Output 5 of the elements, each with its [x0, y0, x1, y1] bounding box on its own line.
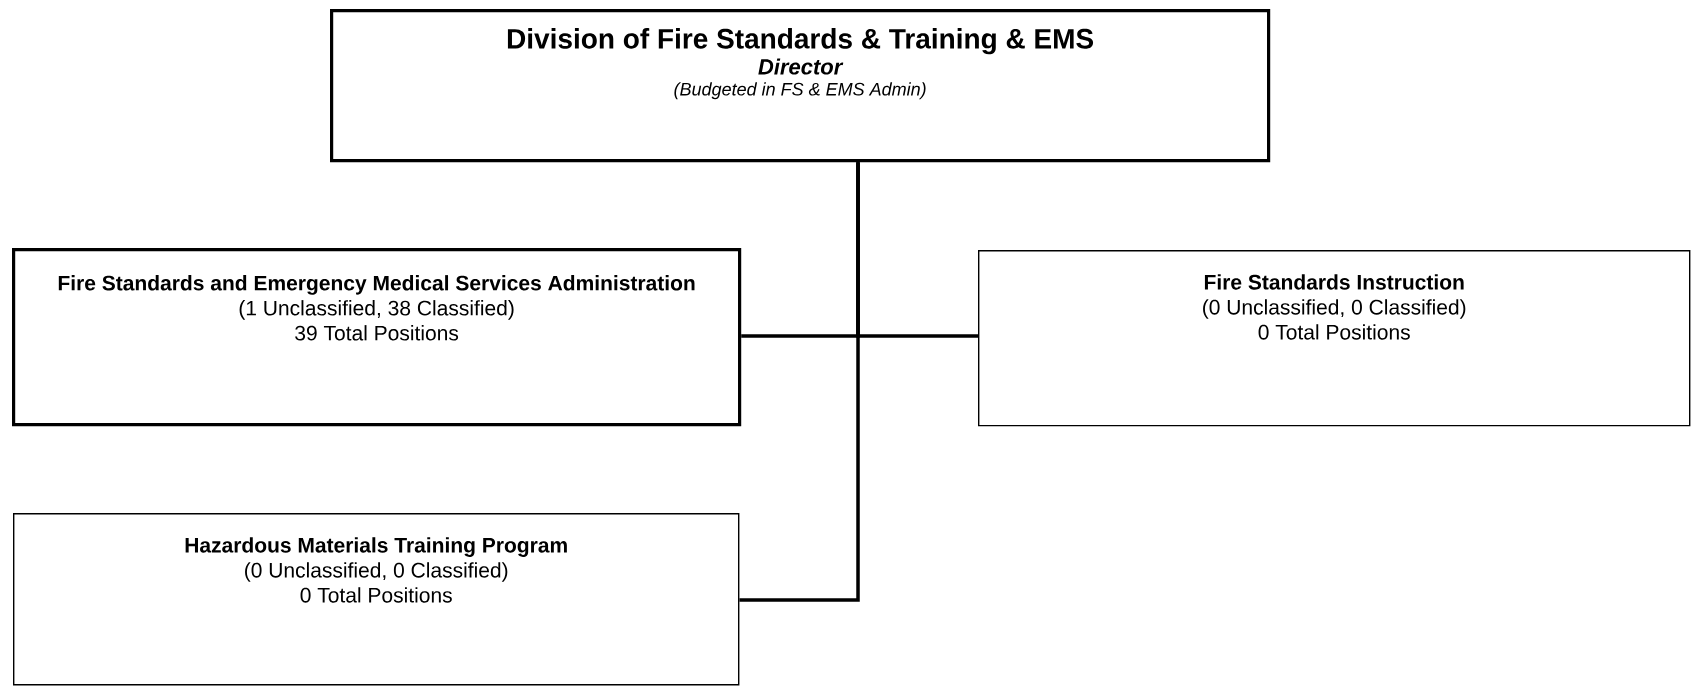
org-box: Hazardous Materials Training Program (0 Unclassified, 0 Classified) 0 Total Positions [13, 513, 740, 686]
org-box: Fire Standards and Emergency Medical Services Administration (1 Unclassified, 38 Classified) 39 Total Positions [12, 248, 742, 427]
org-box: Fire Standards Instruction (0 Unclassified, 0 Classified) 0 Total Positions [978, 250, 1691, 427]
org-box: Division of Fire Standards & Training & EMS Director (Budgeted in FS & EMS Admin) [330, 9, 1271, 163]
connector-line [739, 162, 860, 602]
